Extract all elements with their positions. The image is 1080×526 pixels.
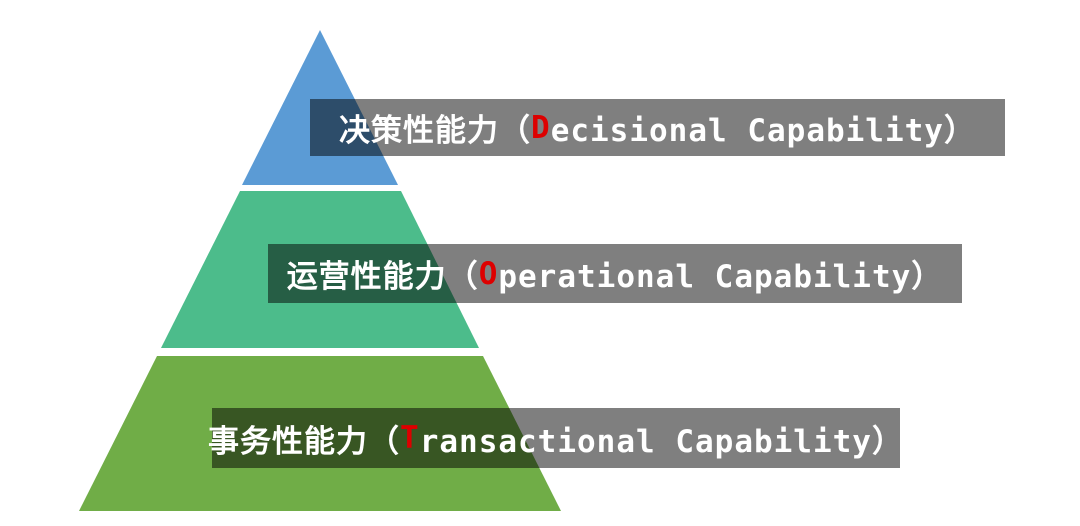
label-decisional-prefix: 决策性能力（: [339, 113, 532, 149]
label-decisional-red-letter: D: [531, 109, 551, 146]
label-transactional-prefix: 事务性能力（: [208, 423, 401, 460]
label-operational-rest: perational Capability）: [498, 259, 944, 295]
label-decisional-rest: ecisional Capability）: [550, 113, 976, 149]
label-transactional-red-letter: T: [400, 420, 420, 456]
label-transactional-rest: ransactional Capability）: [419, 423, 904, 460]
label-operational-prefix: 运营性能力（: [286, 259, 479, 295]
label-operational-red-letter: O: [478, 255, 499, 292]
